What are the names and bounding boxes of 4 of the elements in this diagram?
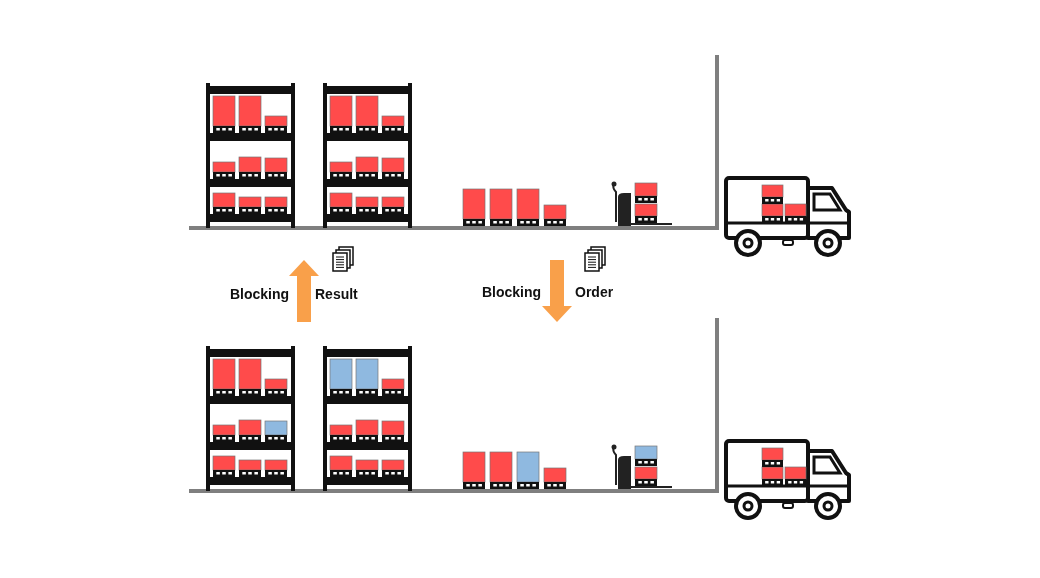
- caption-text: Blocking: [230, 286, 290, 302]
- caption-text: Result: [315, 286, 358, 302]
- caption-text: Blocking: [482, 284, 542, 300]
- caption-text: Order: [575, 284, 614, 300]
